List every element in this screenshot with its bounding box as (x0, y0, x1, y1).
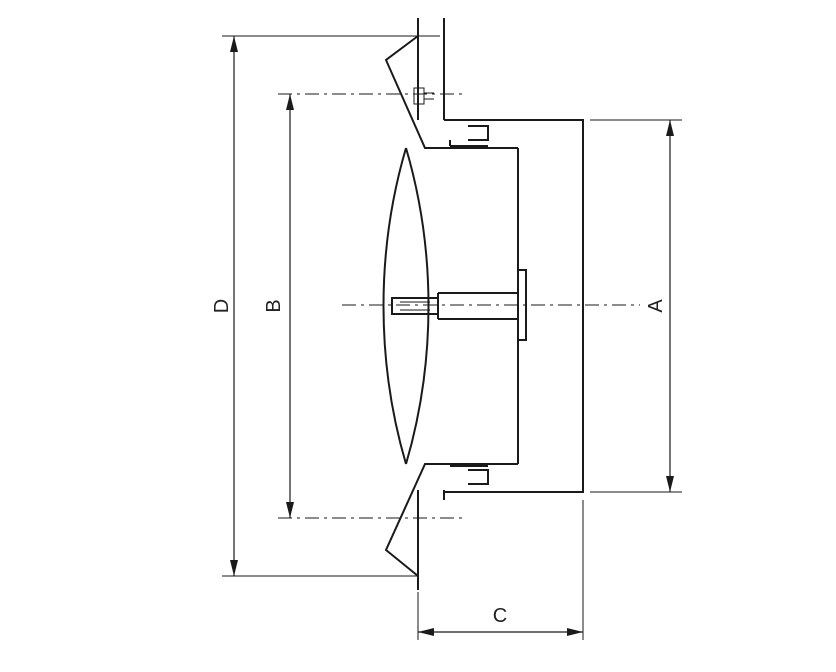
dimension-label-d: D (211, 299, 233, 313)
dimension-d (230, 36, 238, 576)
dimension-c (418, 628, 583, 636)
mounting-clip-bottom (450, 465, 489, 485)
valve-disc (382, 147, 430, 465)
dimension-label-b: B (263, 299, 285, 312)
dimension-label-a: A (645, 299, 667, 313)
fixing-screw (413, 60, 434, 105)
dimension-a (666, 120, 674, 492)
dimension-label-c: C (493, 605, 507, 627)
mounting-clip-top (449, 125, 489, 147)
housing-box (444, 119, 584, 493)
dimension-b (286, 94, 294, 518)
outer-flange (384, 35, 518, 577)
extension-lines (222, 35, 682, 640)
